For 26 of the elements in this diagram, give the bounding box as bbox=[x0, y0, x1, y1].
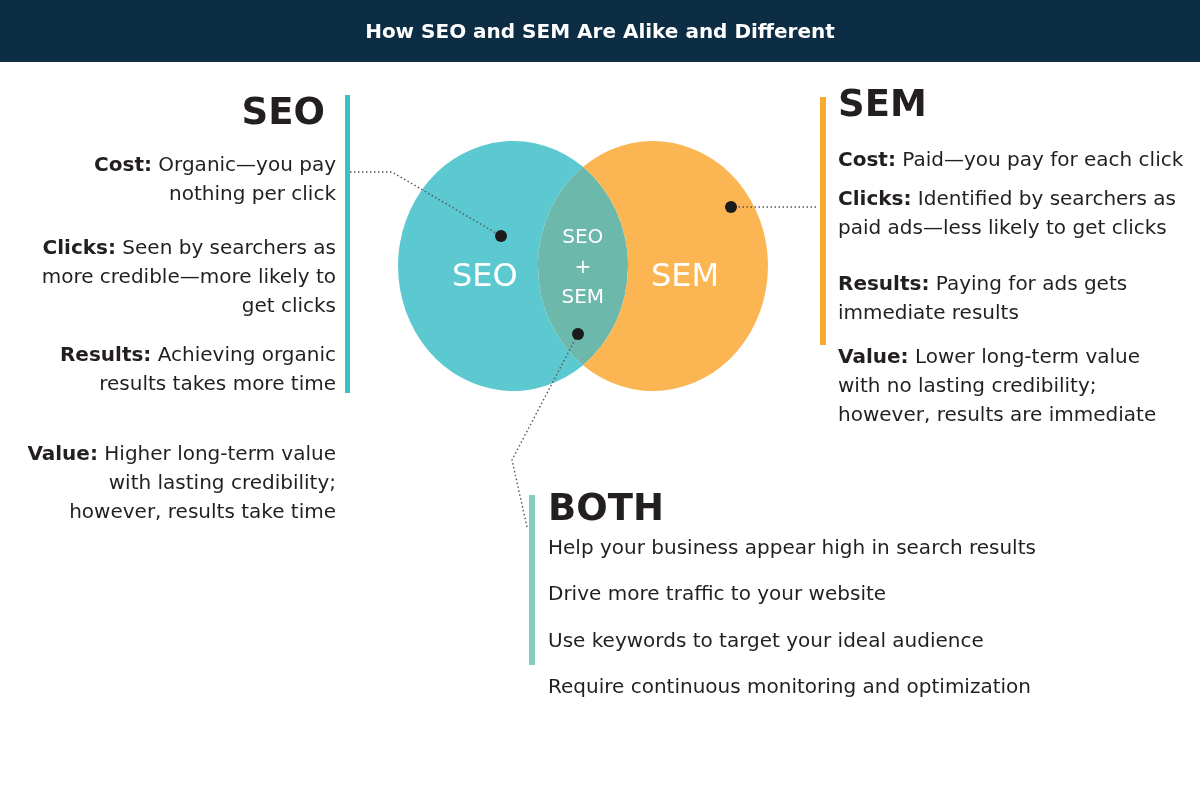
feature-text: Use keywords to target your ideal audience bbox=[548, 626, 985, 654]
panel-heading: SEM bbox=[838, 81, 927, 127]
title: How SEO and SEM Are Alike and Different bbox=[365, 18, 835, 45]
feature-text: Results: Achieving organic results takes more time bbox=[58, 341, 336, 397]
feature-text: Clicks: Seen by searchers as more credible—more likely to get clicks bbox=[40, 234, 336, 319]
feature-text: Drive more traffic to your website bbox=[548, 579, 888, 607]
feature-text: Value: Lower long-term value with no lasting credibility; however, results are immediate bbox=[838, 343, 1158, 428]
dot-icon bbox=[572, 328, 584, 340]
panel-heading: BOTH bbox=[548, 485, 664, 531]
leader-line bbox=[736, 206, 817, 208]
feature-text: Results: Paying for ads gets immediate results bbox=[838, 270, 1129, 326]
feature-text: Help your business appear high in search results bbox=[548, 533, 1037, 561]
overlap-region bbox=[538, 166, 628, 366]
dot-icon bbox=[725, 201, 737, 213]
dot-icon bbox=[495, 230, 507, 242]
feature-text: Cost: Paid—you pay for each click bbox=[838, 146, 1185, 173]
region-label: SEO bbox=[452, 256, 518, 294]
leader-line bbox=[511, 338, 576, 528]
region-label: SEM bbox=[651, 256, 720, 294]
feature-text: Cost: Organic—you pay nothing per click bbox=[93, 151, 336, 207]
overlap-label: SEO + SEM bbox=[561, 223, 605, 310]
leader-line bbox=[349, 171, 497, 234]
feature-text: Clicks: Identified by searchers as paid ads—less likely to get clicks bbox=[838, 185, 1178, 241]
feature-text: Value: Higher long-term value with lasting credibility; however, results take time bbox=[26, 440, 336, 525]
feature-text: Require continuous monitoring and optimization bbox=[548, 672, 1032, 700]
panel-heading: SEO bbox=[241, 89, 325, 135]
